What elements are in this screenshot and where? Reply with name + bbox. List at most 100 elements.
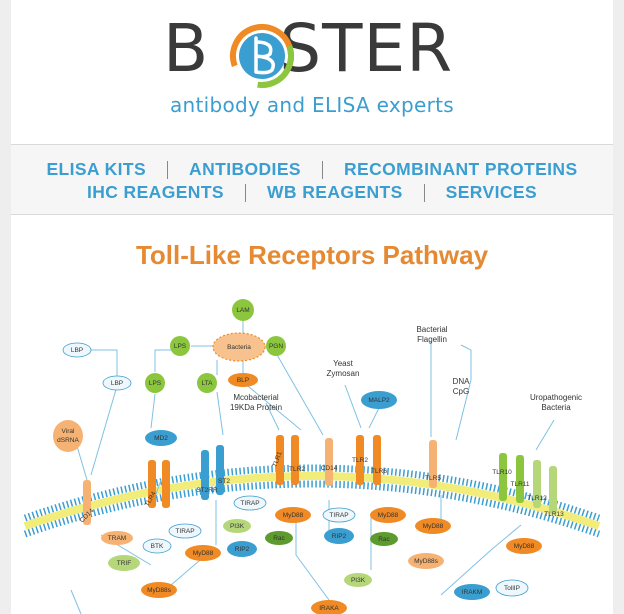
nav-link-elisa-kits[interactable]: ELISA KITS xyxy=(46,159,147,179)
node-lps-top: LPS xyxy=(170,336,190,356)
svg-text:LPS: LPS xyxy=(174,343,187,350)
label-tlr10: TLR10 xyxy=(492,469,512,476)
main-nav: ELISA KITS ANTIBODIES RECOMBINANT PROTEI… xyxy=(11,145,613,214)
svg-text:TIRAP: TIRAP xyxy=(329,512,348,519)
label-cd14-center: CD14 xyxy=(321,465,338,472)
svg-text:dSRNA: dSRNA xyxy=(57,437,79,444)
node-myd88-left: MyD88 xyxy=(185,545,221,561)
st2rr-receptor xyxy=(201,450,209,500)
nav-row-1: ELISA KITS ANTIBODIES RECOMBINANT PROTEI… xyxy=(11,159,613,180)
label-19kda-protein: 19KDa Protein xyxy=(230,403,282,412)
svg-text:LPS: LPS xyxy=(149,380,162,387)
node-myd88-far-right: MyD88 xyxy=(506,538,542,554)
nav-separator xyxy=(423,183,425,202)
svg-text:BTK: BTK xyxy=(151,543,164,550)
svg-text:Rac: Rac xyxy=(378,536,390,543)
header-divider-top xyxy=(11,144,613,145)
node-pi3k-left: PI3K xyxy=(223,519,251,533)
node-trif: TRIF xyxy=(108,555,140,571)
svg-text:PI3K: PI3K xyxy=(351,577,366,584)
svg-text:MyD88: MyD88 xyxy=(193,550,214,557)
label-dna: DNA xyxy=(453,377,471,386)
label-uropathogenic-bacteria: Bacteria xyxy=(541,403,571,412)
label-tlr11: TLR11 xyxy=(510,481,529,488)
nav-separator xyxy=(321,160,323,179)
node-md2: MD2 xyxy=(145,430,177,446)
label-cpg: CpG xyxy=(453,387,469,396)
svg-text:MyD88s: MyD88s xyxy=(147,587,172,594)
tlr1-receptor xyxy=(276,435,284,485)
svg-text:LAM: LAM xyxy=(236,307,249,314)
label-st2: ST2 xyxy=(218,478,230,485)
node-tirap-right: TIRAP xyxy=(322,507,356,523)
svg-text:MyD88: MyD88 xyxy=(378,512,399,519)
svg-text:Rac: Rac xyxy=(273,535,285,542)
tlr4-receptor-a xyxy=(148,460,156,508)
node-tirap-left: TIRAP xyxy=(168,523,202,539)
svg-text:IRAKA: IRAKA xyxy=(319,605,339,612)
svg-text:TIRAP: TIRAP xyxy=(175,528,194,535)
svg-text:BLP: BLP xyxy=(237,377,249,384)
node-rac-left: Rac xyxy=(265,531,293,545)
node-blp: BLP xyxy=(228,373,258,387)
svg-text:MyD88s: MyD88s xyxy=(414,558,439,565)
logo-letter-b: B xyxy=(163,10,210,87)
svg-text:MyD88: MyD88 xyxy=(423,523,444,530)
logo-letters-ster: STER xyxy=(279,10,454,87)
svg-text:IRAKM: IRAKM xyxy=(462,589,483,596)
cd14-receptor-b xyxy=(325,438,333,486)
nav-link-recombinant-proteins[interactable]: RECOMBINANT PROTEINS xyxy=(343,159,578,179)
label-uropathogenic: Uropathogenic xyxy=(530,393,582,402)
tlr6-receptor xyxy=(373,435,381,485)
node-myd88-right: MyD88 xyxy=(370,507,406,523)
nav-link-wb-reagents[interactable]: WB REAGENTS xyxy=(267,182,403,202)
label-st2rr: ST2RR xyxy=(196,487,218,494)
svg-text:LBP: LBP xyxy=(71,347,83,354)
label-tlr2-right: TLR2 xyxy=(352,457,368,464)
svg-text:LBP: LBP xyxy=(111,380,123,387)
svg-text:Bacteria: Bacteria xyxy=(227,344,251,351)
label-yeast: Yeast xyxy=(333,359,354,368)
nav-link-ihc-reagents[interactable]: IHC REAGENTS xyxy=(86,182,224,202)
tlr12-receptor xyxy=(533,460,541,508)
logo-tagline: antibody and ELISA experts xyxy=(170,93,454,117)
nav-row-2: IHC REAGENTS WB REAGENTS SERVICES xyxy=(11,182,613,203)
label-tlr2-left: TLR2 xyxy=(289,466,305,473)
label-tlr6: TLR6 xyxy=(371,468,387,475)
svg-text:TIRAP: TIRAP xyxy=(240,500,259,507)
tlr4-receptor-b xyxy=(162,460,170,508)
node-tollip: TollIP xyxy=(495,579,529,597)
logo-o-icon xyxy=(230,24,294,88)
nav-separator xyxy=(167,160,169,179)
label-flagellin: Flagellin xyxy=(417,335,447,344)
nav-separator xyxy=(245,183,246,202)
node-lbp-second: LBP xyxy=(102,375,132,391)
header-divider-bottom xyxy=(11,214,613,215)
pathway-nodes: LAM LPS Bacteria PGN LBP LBP LPS LTA BLP… xyxy=(53,299,542,614)
svg-text:Viral: Viral xyxy=(62,428,75,435)
nav-link-antibodies[interactable]: ANTIBODIES xyxy=(189,159,301,179)
node-myd88s-left: MyD88s xyxy=(141,582,177,598)
node-lps-second: LPS xyxy=(145,373,165,393)
svg-text:PGN: PGN xyxy=(269,343,283,350)
svg-text:RIP2: RIP2 xyxy=(235,546,250,553)
svg-text:MALP2: MALP2 xyxy=(368,397,390,404)
node-rip2-left: RIP2 xyxy=(227,541,257,557)
node-btk: BTK xyxy=(142,538,172,554)
cell-membrane xyxy=(23,464,601,538)
svg-text:PI3K: PI3K xyxy=(230,523,245,530)
cd14-receptor-a xyxy=(83,480,91,525)
node-iraka: IRAKA xyxy=(311,600,347,614)
svg-text:MyD88: MyD88 xyxy=(283,512,304,519)
node-tram: TRAM xyxy=(101,531,133,545)
node-myd88s-right: MyD88s xyxy=(408,553,444,569)
svg-text:RIP2: RIP2 xyxy=(332,533,347,540)
node-lam: LAM xyxy=(232,299,254,321)
node-malp2: MALP2 xyxy=(361,391,397,409)
st2-receptor xyxy=(216,445,224,495)
nav-link-services[interactable]: SERVICES xyxy=(445,182,538,202)
label-tlr5: TLR5 xyxy=(425,475,441,482)
svg-text:MyD88: MyD88 xyxy=(514,543,535,550)
